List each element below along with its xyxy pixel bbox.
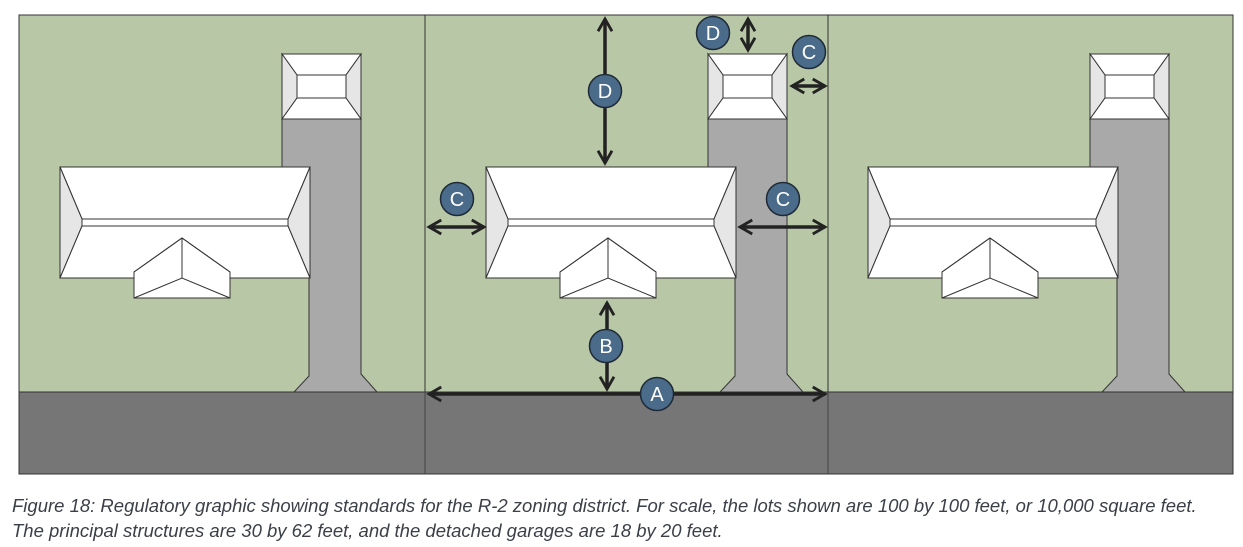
- marker-a: A: [639, 376, 675, 412]
- svg-text:B: B: [599, 336, 612, 358]
- marker-d-garage: D: [695, 15, 731, 51]
- garage: [707, 52, 788, 121]
- marker-d-rear: D: [587, 73, 623, 109]
- house: [59, 166, 311, 299]
- svg-text:C: C: [802, 42, 816, 64]
- svg-text:D: D: [706, 23, 720, 45]
- marker-b: B: [588, 328, 624, 364]
- zoning-diagram: A B C C C D D: [18, 14, 1234, 475]
- marker-c-garage: C: [791, 34, 827, 70]
- svg-text:C: C: [776, 189, 790, 211]
- svg-text:A: A: [650, 384, 664, 406]
- house: [867, 166, 1119, 299]
- left-lot-structures: [59, 52, 379, 393]
- svg-text:D: D: [598, 81, 612, 103]
- street: [18, 391, 1234, 475]
- house: [485, 166, 737, 299]
- marker-c-right: C: [765, 181, 801, 217]
- garage: [281, 52, 362, 121]
- right-lot-structures: [867, 52, 1187, 393]
- svg-text:C: C: [450, 189, 464, 211]
- marker-c-left: C: [439, 181, 475, 217]
- garage: [1089, 52, 1170, 121]
- figure-caption: Figure 18: Regulatory graphic showing st…: [12, 495, 1197, 541]
